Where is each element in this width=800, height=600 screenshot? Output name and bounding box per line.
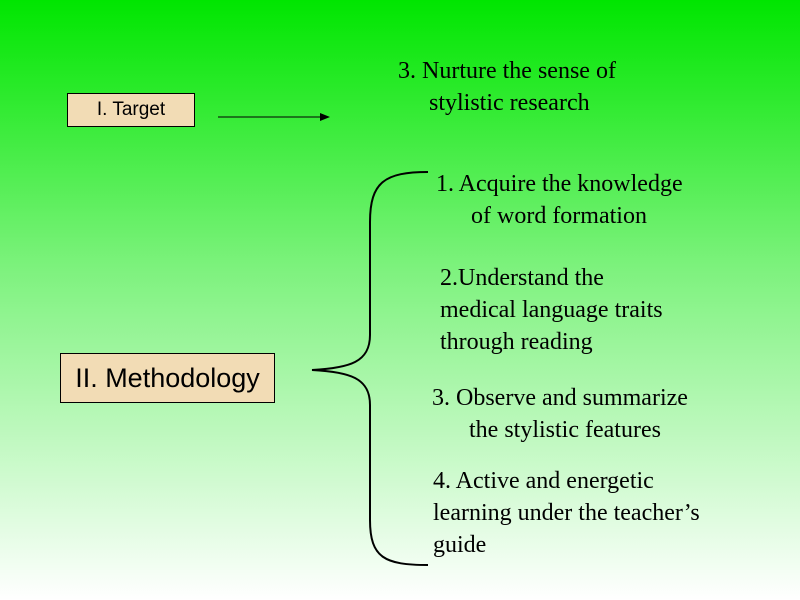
method-item-4-line2: learning under the teacher’s — [433, 500, 700, 526]
method-item-2-line1: 2.Understand the — [440, 265, 604, 291]
methodology-label: II. Methodology — [75, 362, 260, 393]
method-item-4-line1: 4. Active and energetic — [433, 468, 654, 494]
method-item-3-line1: 3. Observe and summarize — [432, 385, 688, 411]
method-item-4-line3: guide — [433, 532, 487, 558]
methodology-box: II. Methodology — [60, 353, 275, 403]
method-item-3: 3. Observe and summarize the stylistic f… — [432, 382, 688, 446]
target-arrow-head — [320, 113, 330, 121]
method-item-2-line2: medical language traits — [440, 297, 663, 323]
target-label: I. Target — [96, 99, 166, 120]
target-box: I. Target — [67, 93, 195, 127]
method-item-4: 4. Active and energetic learning under t… — [433, 465, 700, 561]
method-item-1-line2: of word formation — [471, 203, 647, 229]
target-item-line1: 3. Nurture the sense of — [398, 58, 616, 84]
target-item: 3. Nurture the sense of stylistic resear… — [398, 55, 616, 119]
method-item-3-line2: the stylistic features — [469, 417, 661, 443]
target-item-line2: stylistic research — [429, 90, 590, 116]
methodology-brace — [311, 171, 429, 566]
method-item-1-line1: 1. Acquire the knowledge — [436, 171, 683, 197]
method-item-2-line3: through reading — [440, 329, 593, 355]
method-item-2: 2.Understand the medical language traits… — [440, 262, 663, 358]
method-item-1: 1. Acquire the knowledge of word formati… — [436, 168, 683, 232]
